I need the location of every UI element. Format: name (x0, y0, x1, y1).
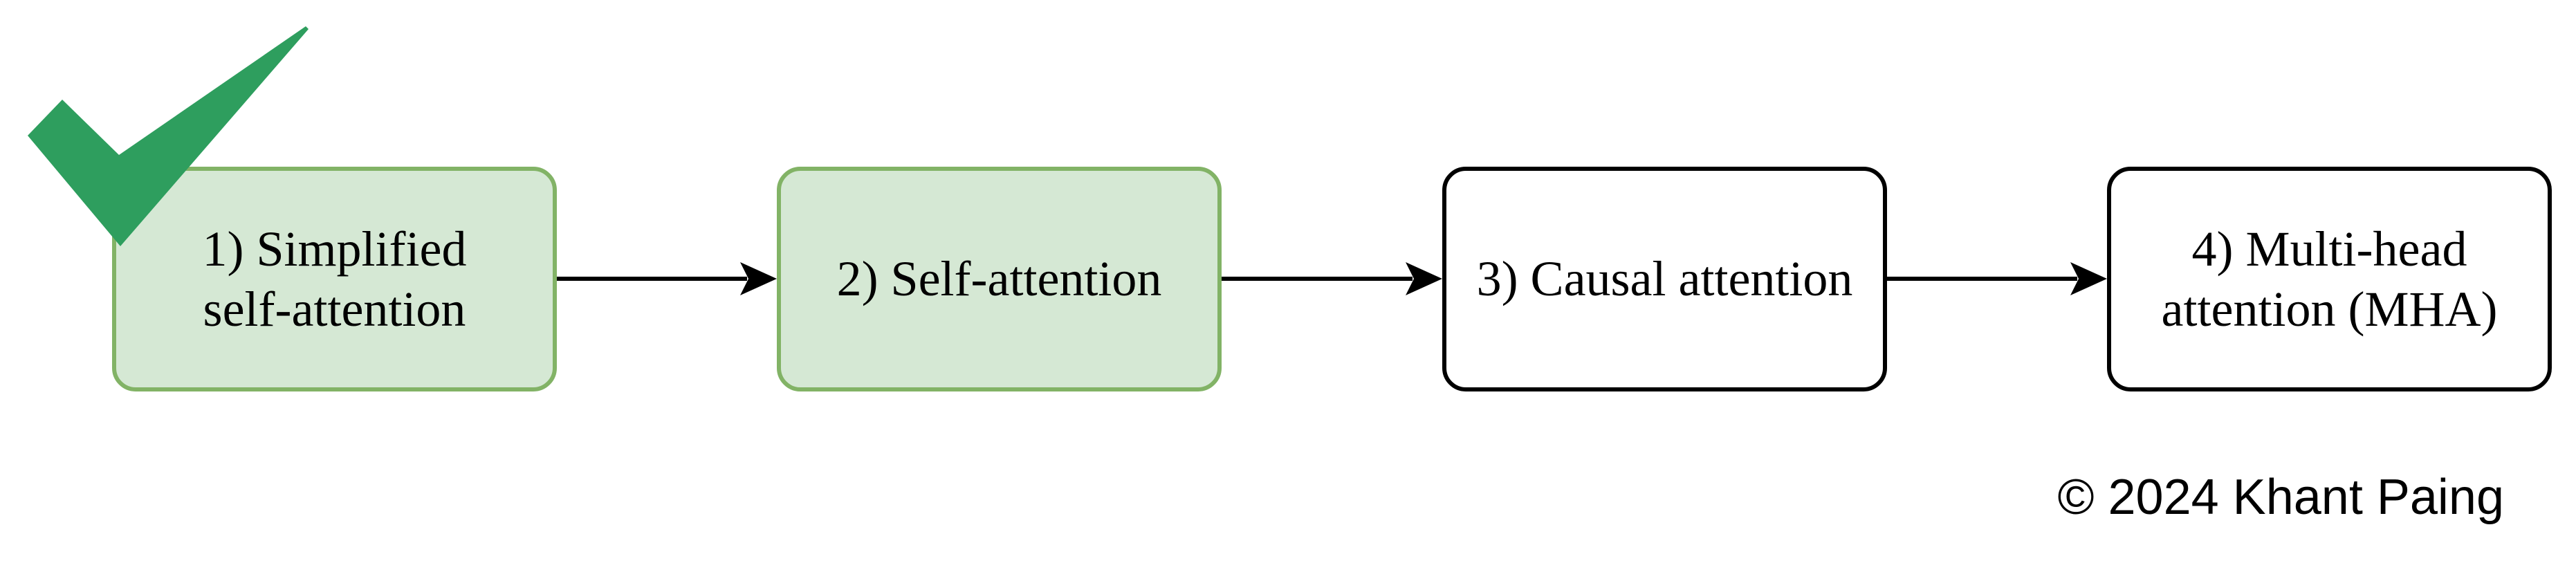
copyright-notice: © 2024 Khant Paing (2057, 470, 2504, 525)
step-label: 2) Self-attention (836, 251, 1162, 307)
arrow-3-to-4 (1887, 262, 2107, 295)
step-label: 1) Simplified self-attention (202, 221, 467, 337)
step-label: 4) Multi-head attention (MHA) (2161, 221, 2498, 337)
step-label: 3) Causal attention (1476, 251, 1853, 307)
step-box-multi-head-attention: 4) Multi-head attention (MHA) (2107, 167, 2552, 391)
checkmark-icon (28, 26, 309, 246)
step-box-self-attention: 2) Self-attention (777, 167, 1222, 391)
step-box-causal-attention: 3) Causal attention (1442, 167, 1887, 391)
step-box-simplified-self-attention: 1) Simplified self-attention (112, 167, 557, 391)
arrow-2-to-3 (1222, 262, 1442, 295)
arrow-1-to-2 (557, 262, 777, 295)
